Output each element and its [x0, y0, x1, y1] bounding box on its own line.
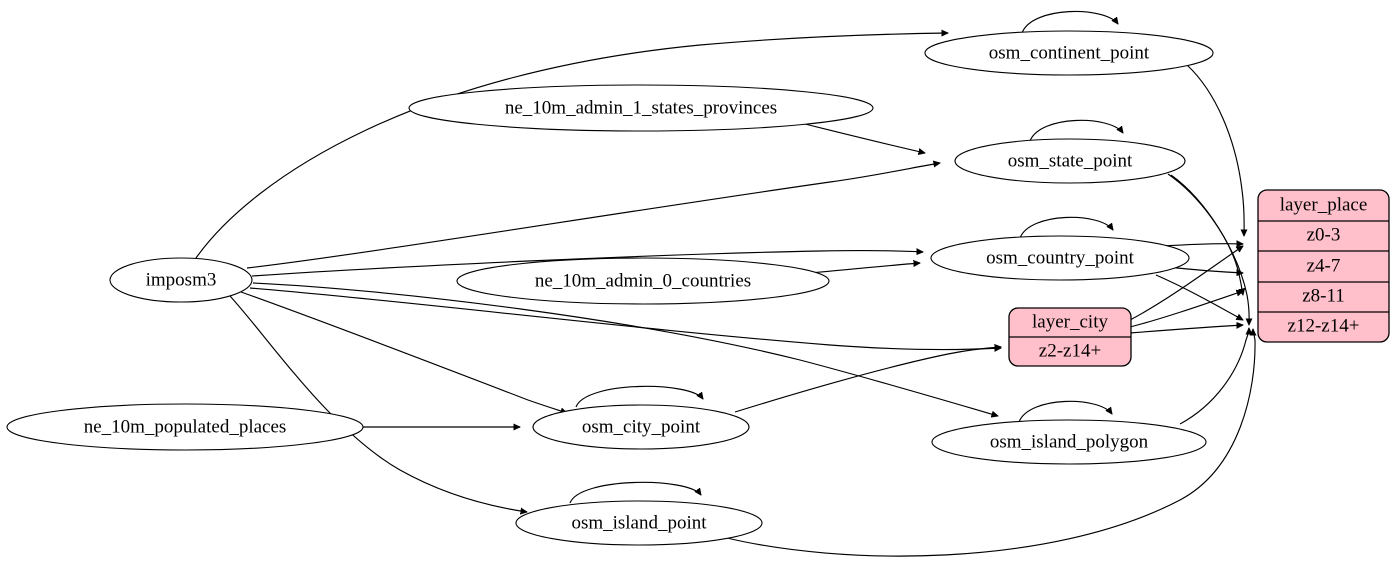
edge-osm-country-point-self-loop — [1019, 216, 1113, 239]
edge-osm-island-point-self-loop — [569, 481, 701, 504]
edge-layer-city-to-layer-place-upper — [1129, 246, 1243, 321]
edge-layer-city-to-layer-place-z12 — [1129, 325, 1243, 334]
record-layer-place-row-z0-3: z0-3 — [1307, 224, 1341, 245]
edge-imposm3-to-osm-state-point — [246, 163, 940, 269]
edges-layer — [195, 10, 1255, 557]
node-ne-admin1-label: ne_10m_admin_1_states_provinces — [505, 97, 777, 118]
edge-imposm3-to-layer-city — [249, 287, 1001, 350]
edge-osm-state-point-to-layer-place-z12 — [1170, 174, 1249, 325]
node-osm-country-point-label: osm_country_point — [986, 247, 1134, 268]
record-layer-city-header: layer_city — [1032, 311, 1108, 332]
edge-layer-city-to-layer-place-z8-11 — [1129, 291, 1243, 328]
node-osm-island-point-label: osm_island_point — [571, 512, 707, 533]
edge-osm-country-point-to-layer-place-z12 — [1155, 274, 1243, 320]
record-layer-city-row-z2-z14: z2-z14+ — [1039, 340, 1101, 361]
node-ne-10m-populated-places[interactable]: ne_10m_populated_places — [6, 403, 364, 451]
edge-osm-city-point-to-layer-city — [734, 347, 1001, 413]
edge-osm-island-point-to-layer-place-z12 — [722, 329, 1255, 557]
edge-osm-island-polygon-to-layer-place-z12 — [1179, 328, 1249, 425]
node-osm-state-point[interactable]: osm_state_point — [954, 138, 1186, 184]
record-layer-place-row-z8-11: z8-11 — [1302, 285, 1345, 306]
node-ne-populated-label: ne_10m_populated_places — [84, 416, 287, 437]
edge-osm-island-polygon-self-loop — [1018, 400, 1112, 423]
record-layer-place-row-z4-7: z4-7 — [1307, 255, 1341, 276]
record-layer-city[interactable]: layer_city z2-z14+ — [1008, 307, 1132, 367]
node-ne-10m-admin-0-countries[interactable]: ne_10m_admin_0_countries — [456, 257, 830, 305]
node-ne-10m-admin-1-states-provinces[interactable]: ne_10m_admin_1_states_provinces — [408, 84, 874, 132]
edge-osm-country-point-to-layer-place-z4-7 — [1162, 244, 1243, 246]
edge-imposm3-to-osm-island-polygon — [252, 282, 998, 416]
record-layer-place-header: layer_place — [1280, 194, 1368, 215]
edge-ne-admin1-to-osm-state-point — [796, 121, 925, 153]
edge-osm-continent-point-to-layer-place-z0-3 — [1186, 64, 1244, 236]
edge-osm-state-point-self-loop — [1029, 119, 1123, 142]
node-imposm3[interactable]: imposm3 — [109, 257, 253, 303]
node-ne-admin0-label: ne_10m_admin_0_countries — [535, 270, 751, 291]
records-layer: layer_place z0-3 z4-7 z8-11 z12-z14+ lay… — [1008, 189, 1390, 367]
record-layer-place-row-z12-z14: z12-z14+ — [1288, 315, 1360, 336]
edge-ne-admin0-to-osm-country-point — [809, 263, 920, 274]
node-osm-island-point[interactable]: osm_island_point — [515, 500, 763, 546]
node-osm-city-point-label: osm_city_point — [582, 416, 701, 437]
edge-imposm3-to-osm-island-point — [229, 295, 527, 512]
node-osm-island-polygon[interactable]: osm_island_polygon — [931, 419, 1207, 465]
edge-imposm3-to-osm-continent-point — [195, 33, 948, 259]
node-osm-city-point[interactable]: osm_city_point — [532, 404, 750, 450]
edge-osm-continent-point-self-loop — [1021, 10, 1118, 34]
node-osm-continent-point-label: osm_continent_point — [989, 42, 1150, 63]
node-osm-country-point[interactable]: osm_country_point — [930, 235, 1190, 281]
node-osm-island-polygon-label: osm_island_polygon — [990, 431, 1149, 452]
edge-osm-city-point-self-loop — [575, 385, 703, 408]
record-layer-place[interactable]: layer_place z0-3 z4-7 z8-11 z12-z14+ — [1257, 189, 1390, 343]
node-osm-continent-point[interactable]: osm_continent_point — [924, 30, 1214, 76]
node-osm-state-point-label: osm_state_point — [1008, 150, 1133, 171]
edge-osm-state-point-to-layer-place-z8-11 — [1167, 173, 1243, 295]
edge-imposm3-to-osm-country-point — [251, 251, 923, 277]
edge-imposm3-to-osm-city-point — [240, 291, 567, 413]
nodes-layer: imposm3 ne_10m_admin_1_states_provinces … — [6, 30, 1214, 546]
node-imposm3-label: imposm3 — [146, 269, 217, 290]
